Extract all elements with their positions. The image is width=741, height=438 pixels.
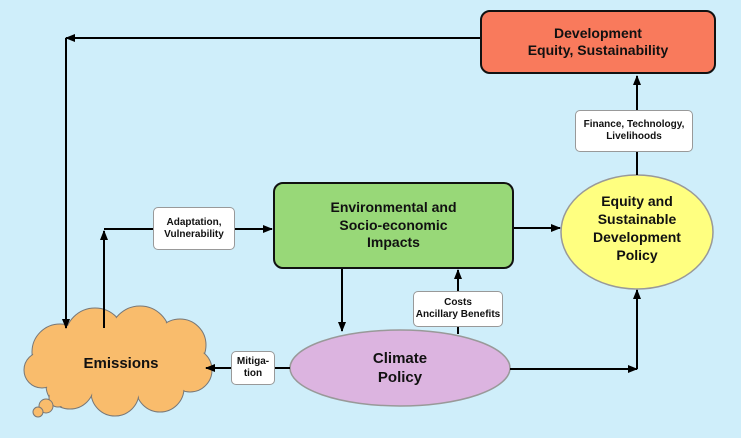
label-costs-ancillary-benefits: Costs Ancillary Benefits (413, 291, 503, 327)
development-node: Development Equity, Sustainability (480, 10, 716, 74)
equity-policy-line-2: Sustainable (598, 211, 677, 227)
equity-policy-line-4: Policy (616, 247, 657, 263)
climate-policy-line-1: Climate (373, 350, 427, 367)
climate-policy-node: Climate Policy (289, 329, 511, 407)
equity-policy-node: Equity and Sustainable Development Polic… (560, 174, 714, 290)
emissions-cloud (23, 305, 213, 418)
emissions-label: Emissions (83, 355, 158, 372)
climate-policy-line-2: Policy (378, 369, 423, 386)
label-finance-technology-livelihoods: Finance, Technology, Livelihoods (575, 110, 693, 152)
impacts-node: Environmental and Socio-economic Impacts (273, 182, 514, 269)
label-mitigation: Mitiga- tion (231, 351, 275, 385)
equity-policy-line-3: Development (593, 229, 681, 245)
label-adaptation-vulnerability: Adaptation, Vulnerability (153, 207, 235, 250)
equity-policy-line-1: Equity and (601, 193, 673, 209)
